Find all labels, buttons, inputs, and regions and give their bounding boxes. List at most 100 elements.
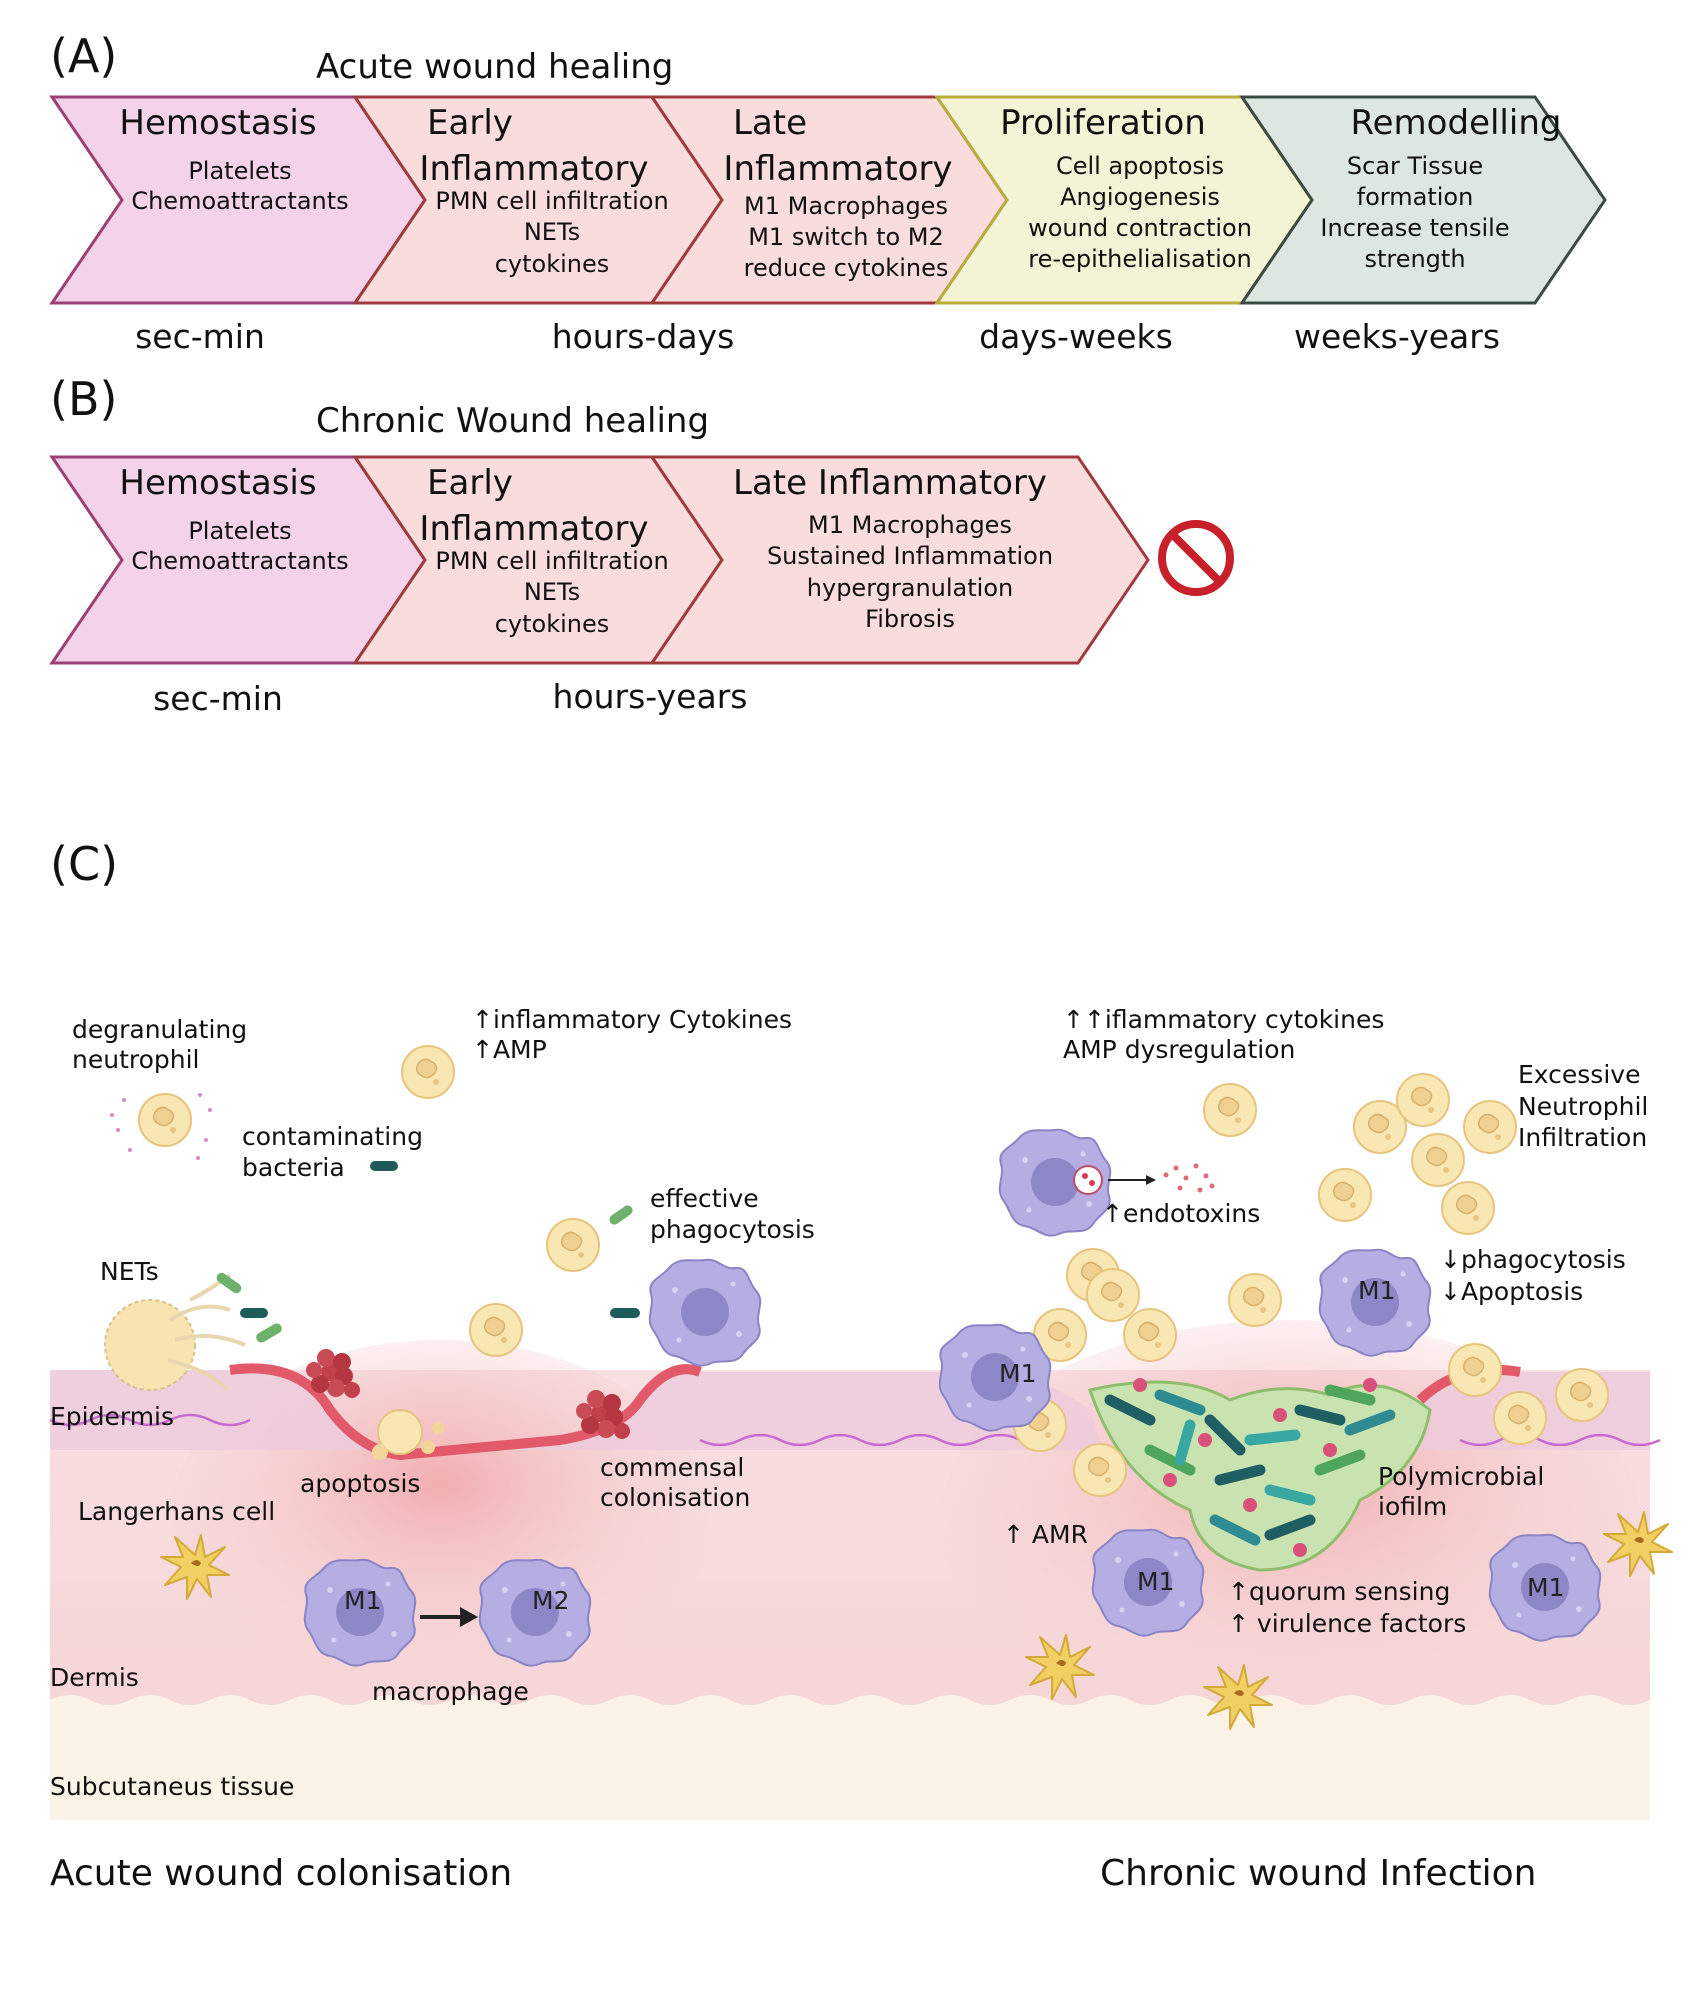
label-m2: M2 — [532, 1586, 569, 1615]
neutrophil — [1463, 1100, 1517, 1154]
epidermis-layer-left — [50, 1368, 860, 1455]
b-s3-line: Fibrosis — [865, 605, 955, 633]
degranulating-neutrophil — [138, 1093, 192, 1147]
neutrophil — [1555, 1368, 1609, 1422]
basement-membrane-left — [49, 1413, 861, 1447]
a-time: weeks-years — [1294, 317, 1500, 356]
a-s5-line: formation — [1357, 183, 1474, 211]
a-s3-line: reduce cytokines — [744, 254, 949, 282]
neutrophil — [1493, 1391, 1547, 1445]
label-m1: M1 — [344, 1586, 381, 1615]
apoptotic-neutrophil — [372, 1409, 444, 1460]
subcutaneous-layer — [50, 1695, 1650, 1820]
neutrophil — [469, 1303, 523, 1357]
neutrophil — [1318, 1168, 1372, 1222]
label-inflammatory: ↑inflammatory Cytokines — [472, 1005, 792, 1034]
label-contaminating: contaminating — [242, 1122, 423, 1151]
label-m1: M1 — [1137, 1567, 1174, 1596]
b-s2-line: PMN cell infiltration — [435, 547, 668, 575]
a-s5-line: Scar Tissue — [1347, 152, 1483, 180]
label-dermis: Dermis — [50, 1663, 139, 1692]
label-m1: M1 — [1358, 1276, 1395, 1305]
net-cluster — [104, 1272, 282, 1392]
neutrophil — [1086, 1268, 1140, 1322]
label-biofilm: Polymicrobial — [1378, 1462, 1544, 1491]
b-time: hours-years — [553, 677, 748, 716]
a-s4-line: re-epithelialisation — [1028, 245, 1251, 273]
a-stage-remodelling — [1239, 95, 1607, 305]
a-s1-line: Platelets — [188, 157, 291, 185]
a-s1-title: Hemostasis — [119, 103, 316, 143]
a-s3-title: Late — [733, 103, 807, 143]
b-s1-line: Chemoattractants — [131, 547, 348, 575]
label-excessive: Infiltration — [1518, 1123, 1647, 1152]
label-chronic-cytokines: ↑↑iflammatory cytokines — [1063, 1005, 1384, 1034]
b-s2-title: Inflammatory — [419, 509, 648, 549]
a-s2-line: PMN cell infiltration — [435, 187, 668, 215]
label-commensal: colonisation — [600, 1483, 750, 1512]
b-s2-title: Early — [427, 463, 513, 503]
panel-a-letter: (A) — [50, 29, 117, 83]
b-time: sec-min — [153, 679, 283, 718]
a-s2-title: Early — [427, 103, 513, 143]
neutrophil — [1396, 1073, 1450, 1127]
bacterium — [609, 1205, 633, 1225]
panel-b-letter: (B) — [50, 372, 117, 426]
endotoxin-arrow — [1108, 1175, 1156, 1185]
a-time: sec-min — [135, 317, 265, 356]
a-s4-title: Proliferation — [1000, 103, 1206, 143]
label-effective: phagocytosis — [650, 1215, 815, 1244]
a-s2-title: Inflammatory — [419, 149, 648, 189]
label-biofilm: iofilm — [1378, 1492, 1447, 1521]
neutrophil — [1203, 1083, 1257, 1137]
label-epidermis: Epidermis — [50, 1402, 174, 1431]
label-excessive: Neutrophil — [1518, 1092, 1648, 1121]
a-s5-title: Remodelling — [1351, 103, 1562, 143]
b-s1-line: Platelets — [188, 517, 291, 545]
label-subcutaneous: Subcutaneus tissue — [50, 1772, 294, 1801]
label-endotoxins: ↑endotoxins — [1102, 1199, 1260, 1228]
neutrophil — [401, 1045, 455, 1099]
neutrophil — [1123, 1308, 1177, 1362]
label-phagocytosis: ↓phagocytosis — [1440, 1245, 1626, 1274]
b-s1-title: Hemostasis — [119, 463, 316, 503]
label-effective: effective — [650, 1184, 759, 1213]
label-amp-dysregulation: AMP dysregulation — [1063, 1035, 1295, 1064]
neutrophil — [1228, 1273, 1282, 1327]
a-s4-line: wound contraction — [1028, 214, 1252, 242]
label-langerhans: Langerhans cell — [78, 1497, 275, 1526]
neutrophil — [1073, 1443, 1127, 1497]
label-apoptosis-down: ↓Apoptosis — [1440, 1277, 1583, 1306]
epidermis-layer-right — [860, 1369, 1650, 1485]
b-s3-line: M1 Macrophages — [808, 511, 1012, 539]
b-s3-line: hypergranulation — [807, 574, 1013, 602]
a-time: days-weeks — [979, 317, 1173, 356]
label-m1: M1 — [999, 1359, 1036, 1388]
caption-chronic: Chronic wound Infection — [1100, 1853, 1536, 1894]
a-s1-line: Chemoattractants — [131, 187, 348, 215]
a-s5-line: Increase tensile — [1320, 214, 1509, 242]
neutrophil — [1411, 1133, 1465, 1187]
neutrophil — [1441, 1181, 1495, 1235]
a-s3-line: M1 Macrophages — [744, 192, 948, 220]
granules — [110, 1093, 212, 1160]
label-amr: ↑ AMR — [1003, 1520, 1088, 1549]
label-apoptosis: apoptosis — [300, 1469, 420, 1498]
label-contaminating: bacteria — [242, 1153, 345, 1182]
label-amp: ↑AMP — [472, 1035, 547, 1064]
label-virulence: ↑ virulence factors — [1228, 1609, 1466, 1638]
a-s2-line: NETs — [524, 218, 580, 246]
a-time: hours-days — [552, 317, 735, 356]
a-s3-title: Inflammatory — [723, 149, 952, 189]
arrow-m1-to-m2 — [420, 1607, 478, 1627]
label-quorum: ↑quorum sensing — [1228, 1577, 1450, 1606]
b-s3-line: Sustained Inflammation — [767, 542, 1053, 570]
label-commensal: commensal — [600, 1453, 744, 1482]
macrophage-phagocytic — [648, 1258, 762, 1367]
bacterium — [610, 1308, 640, 1318]
b-s3-title: Late Inflammatory — [733, 463, 1047, 503]
neutrophil — [1448, 1343, 1502, 1397]
panel-c-letter: (C) — [50, 837, 118, 891]
bacterium — [370, 1161, 398, 1171]
